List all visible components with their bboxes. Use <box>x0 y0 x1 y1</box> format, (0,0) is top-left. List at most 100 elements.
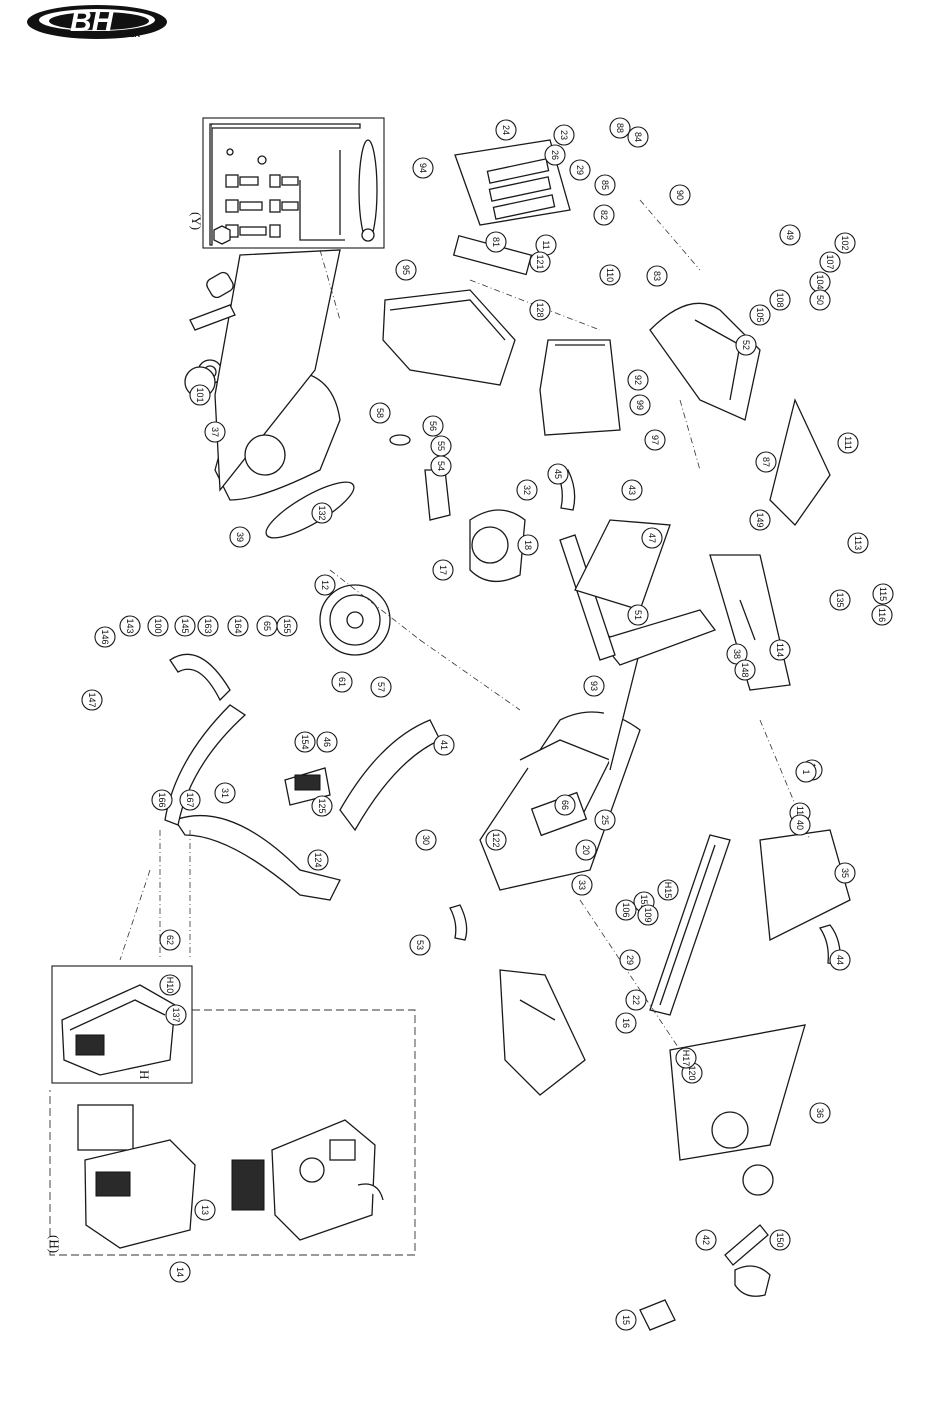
part-callout-55: 55 <box>430 435 452 457</box>
part-callout-84: 84 <box>627 126 649 148</box>
part-callout-115: 115 <box>872 583 894 605</box>
callout-number: 102 <box>840 235 850 250</box>
part-callout-11: 11 <box>535 234 557 256</box>
callout-circle <box>485 829 507 851</box>
callout-circle <box>159 974 181 996</box>
callout-circle <box>229 526 251 548</box>
part-callout-110: 110 <box>599 264 621 286</box>
callout-number: 24 <box>501 125 511 135</box>
callout-number: 83 <box>652 271 662 281</box>
callout-number: 47 <box>647 533 657 543</box>
callout-circle <box>395 259 417 281</box>
callout-number: 38 <box>732 649 742 659</box>
callout-number: 137 <box>171 1007 181 1022</box>
callout-number: 92 <box>633 375 643 385</box>
callout-number: 56 <box>428 421 438 431</box>
callout-number: 113 <box>853 536 863 550</box>
part-callout-H17: H17 <box>675 1047 697 1069</box>
callout-circle <box>829 949 851 971</box>
callout-circle <box>795 761 817 783</box>
part-callout-106: 106 <box>615 899 637 921</box>
callout-circle <box>769 1229 791 1251</box>
part-callout-1: 1 <box>795 761 817 783</box>
callout-circle <box>554 794 576 816</box>
part-callout-29: 29 <box>569 159 591 181</box>
callout-circle <box>575 839 597 861</box>
callout-number: 15 <box>621 1315 631 1325</box>
tools-group-label: (Y) <box>189 212 204 230</box>
callout-number: 33 <box>577 880 587 890</box>
part-callout-49: 49 <box>779 224 801 246</box>
callout-number: 55 <box>436 441 446 451</box>
part-callout-97: 97 <box>644 429 666 451</box>
callout-circle <box>422 415 444 437</box>
callout-circle <box>331 671 353 693</box>
callout-number: 58 <box>375 408 385 418</box>
callout-number: 147 <box>87 692 97 707</box>
part-callout-H15: H15 <box>657 879 679 901</box>
part-callout-148: 148 <box>734 659 756 681</box>
callout-number: 30 <box>421 835 431 845</box>
part-callout-33: 33 <box>571 874 593 896</box>
callout-number: 25 <box>600 815 610 825</box>
part-callout-81: 81 <box>485 231 507 253</box>
callout-number: 145 <box>180 618 190 633</box>
part-callout-62: 62 <box>159 929 181 951</box>
callout-number: 106 <box>621 902 631 917</box>
callout-circle <box>544 144 566 166</box>
callout-circle <box>370 676 392 698</box>
callout-number: 132 <box>317 505 327 520</box>
callout-number: 31 <box>220 788 230 798</box>
callout-circle <box>314 574 336 596</box>
callout-circle <box>169 1261 191 1283</box>
callout-circle <box>159 929 181 951</box>
callout-circle <box>871 604 893 626</box>
part-callout-107: 107 <box>819 251 841 273</box>
part-callout-92: 92 <box>627 369 649 391</box>
logo-tagline: HI POWER <box>100 30 141 39</box>
callout-circle <box>569 159 591 181</box>
callout-circle <box>412 157 434 179</box>
callout-circle <box>516 479 538 501</box>
callout-number: 150 <box>775 1232 785 1247</box>
callout-circle <box>547 463 569 485</box>
part-callout-116: 116 <box>871 604 893 626</box>
callout-circle <box>789 814 811 836</box>
part-callout-53: 53 <box>409 934 431 956</box>
callout-circle <box>829 589 851 611</box>
callout-circle <box>594 174 616 196</box>
callout-circle <box>81 689 103 711</box>
callout-number: 135 <box>835 592 845 607</box>
callout-circle <box>316 731 338 753</box>
callout-number: 88 <box>615 123 625 133</box>
callout-number: 85 <box>600 180 610 190</box>
part-callout-24: 24 <box>495 119 517 141</box>
callout-circle <box>627 369 649 391</box>
callout-circle <box>529 251 551 273</box>
callout-circle <box>485 231 507 253</box>
callout-circle <box>433 734 455 756</box>
part-callout-82: 82 <box>593 204 615 226</box>
part-callout-102: 102 <box>834 232 856 254</box>
part-callout-29: 29 <box>619 949 641 971</box>
callout-circle <box>119 615 141 637</box>
callout-number: 42 <box>701 1235 711 1245</box>
callout-circle <box>432 559 454 581</box>
callout-number: 43 <box>627 485 637 495</box>
callout-circle <box>627 126 649 148</box>
callout-number: 121 <box>535 254 545 269</box>
part-callout-13: 13 <box>194 1199 216 1221</box>
callout-circle <box>583 675 605 697</box>
callout-number: 49 <box>785 230 795 240</box>
part-callout-101: 101 <box>189 384 211 406</box>
part-callout-122: 122 <box>485 829 507 851</box>
part-callout-146: 146 <box>94 626 116 648</box>
callout-number: 50 <box>815 295 825 305</box>
callout-circle <box>621 479 643 501</box>
logo-text: BH <box>70 5 115 38</box>
part-callout-149: 149 <box>749 509 771 531</box>
callout-number: 120 <box>687 1065 697 1080</box>
callout-number: 163 <box>203 618 213 633</box>
callout-number: 23 <box>559 130 569 140</box>
callout-number: 167 <box>185 792 195 807</box>
